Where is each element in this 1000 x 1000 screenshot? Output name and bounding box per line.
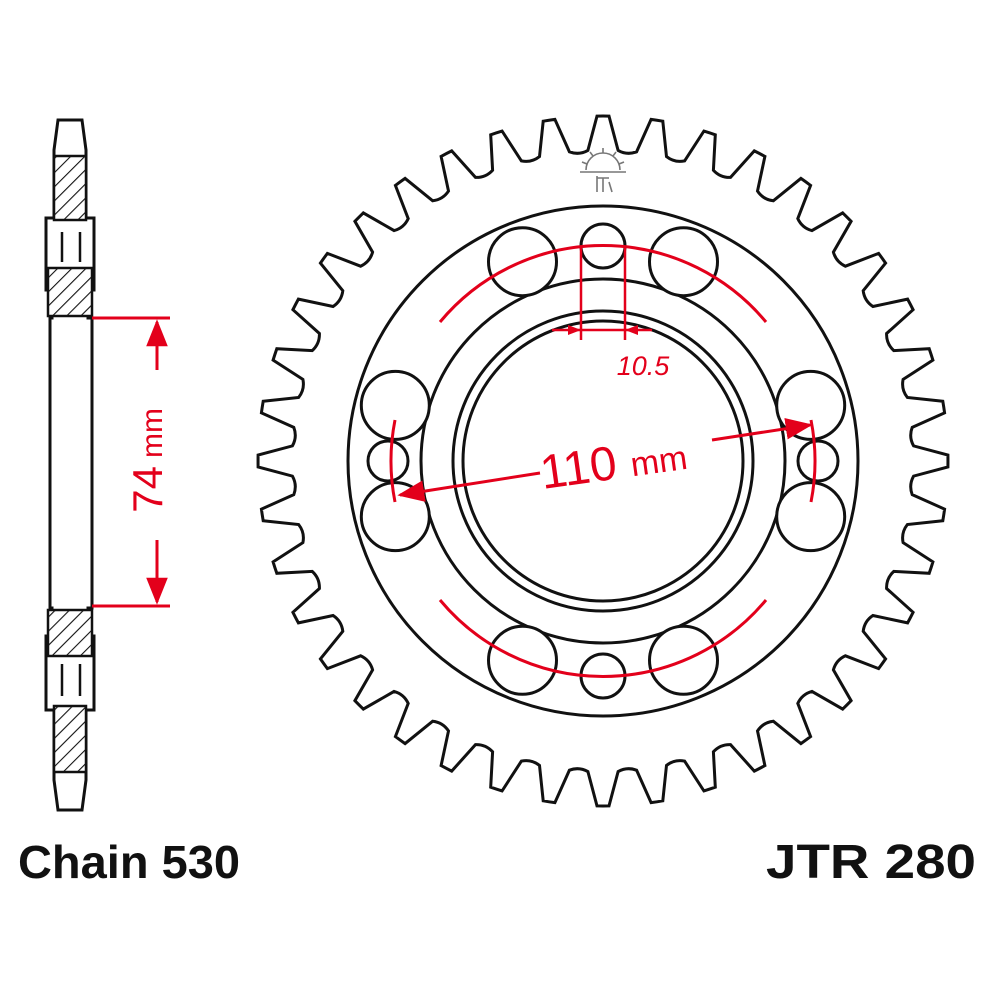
pcd-arrow-right: [711, 418, 813, 442]
pitch-arc: [389, 419, 397, 503]
pcd-unit: mm: [628, 439, 689, 485]
bolt-hole: [775, 481, 847, 553]
sprocket-teeth: [256, 114, 950, 808]
hatch-section-upper: [46, 266, 94, 318]
pcd-value: 110: [537, 437, 620, 500]
side-profile-view: 74 mm: [44, 118, 171, 812]
pcd-dimension: 110 mm: [397, 418, 813, 502]
pitch-arc: [438, 599, 768, 678]
bolt-hole-dimension: 10.5: [552, 246, 670, 381]
sprocket-logo-icon: [580, 148, 626, 193]
bolt-hole: [796, 439, 840, 483]
pitch-arc: [438, 244, 768, 323]
chain-size-label: Chain 530: [18, 836, 240, 888]
hub-height-unit: mm: [136, 408, 169, 458]
center-bore: [461, 319, 745, 603]
bolt-hole: [366, 439, 410, 483]
hatch-section-top: [52, 154, 88, 222]
pcd-arrow-left: [397, 471, 541, 502]
hub-height-value: 74: [124, 466, 171, 513]
hole-arrow-left: [568, 325, 581, 335]
hatch-section-bottom: [52, 704, 88, 774]
hatch-section-lower: [46, 608, 94, 658]
part-number-label: JTR 280: [766, 836, 976, 889]
hub-ring-circle: [419, 277, 787, 645]
front-view-sprocket: 10.5 110 mm: [256, 114, 950, 808]
bolt-hole-value: 10.5: [617, 351, 671, 381]
bolt-hole: [359, 369, 431, 441]
hole-arrow-right: [625, 325, 638, 335]
outer-web-circle: [346, 204, 860, 718]
inner-ring-circle: [451, 309, 755, 613]
